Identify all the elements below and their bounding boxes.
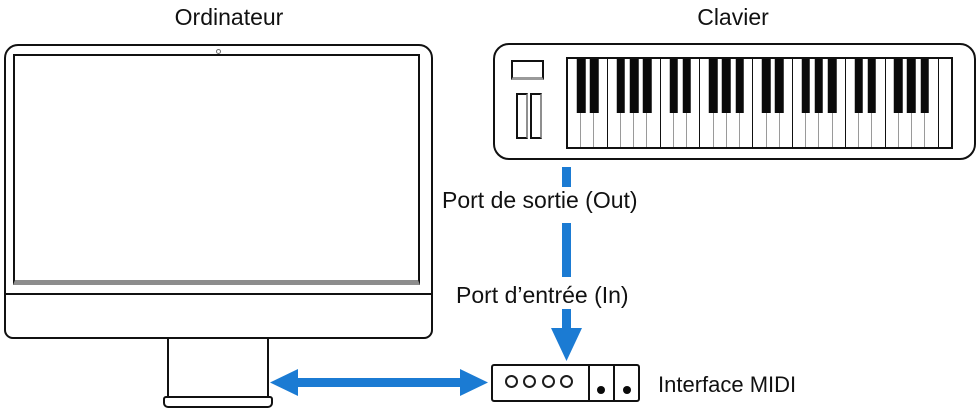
midi-interface-illustration <box>491 364 640 402</box>
camera-dot-icon <box>216 49 221 54</box>
black-key <box>616 59 626 113</box>
computer-screen <box>13 54 420 285</box>
piano-keys <box>566 57 953 149</box>
black-key <box>920 59 929 113</box>
black-key <box>709 59 718 113</box>
black-key <box>576 59 586 113</box>
down-arrowhead-icon <box>551 328 582 361</box>
pitch-wheel <box>516 93 528 139</box>
white-key <box>938 59 951 147</box>
connection-segment <box>562 223 571 277</box>
in-port-label: Port d’entrée (In) <box>456 282 629 308</box>
computer-chin-divider <box>4 293 433 295</box>
keyboard-label: Clavier <box>697 4 769 30</box>
black-key <box>761 59 771 113</box>
computer-label: Ordinateur <box>174 4 284 30</box>
computer-stand-base <box>163 396 273 408</box>
midi-interface-label: Interface MIDI <box>658 372 797 397</box>
out-port-label: Port de sortie (Out) <box>442 187 638 213</box>
midi-box-divider <box>613 366 615 400</box>
midi-keyboard-illustration <box>493 43 976 160</box>
black-key <box>867 59 876 113</box>
midi-dot-port-icon <box>623 386 631 394</box>
black-key <box>590 59 599 113</box>
out-connection-segment <box>562 167 571 187</box>
black-key <box>854 59 863 113</box>
computer-stand <box>167 339 269 396</box>
black-key <box>907 59 916 113</box>
black-key <box>735 59 744 113</box>
black-key <box>893 59 903 113</box>
black-key <box>642 59 652 113</box>
in-connection-segment <box>562 309 571 330</box>
keyboard-display <box>511 60 544 80</box>
midi-dot-port-icon <box>597 386 605 394</box>
black-key <box>669 59 678 113</box>
midi-box-divider <box>588 366 590 400</box>
midi-round-port-icon <box>505 375 518 388</box>
midi-round-port-icon <box>523 375 537 388</box>
black-key <box>682 59 692 113</box>
black-key <box>775 59 784 113</box>
midi-round-port-icon <box>559 375 573 388</box>
computer-illustration <box>4 44 433 339</box>
black-key <box>801 59 810 113</box>
black-key <box>722 59 731 113</box>
black-key <box>629 59 639 113</box>
black-key <box>827 59 837 113</box>
right-arrowhead-icon <box>460 369 488 396</box>
mod-wheel <box>530 93 542 139</box>
midi-round-port-icon <box>541 375 555 388</box>
black-key <box>814 59 824 113</box>
bidirectional-arrow <box>294 378 468 387</box>
